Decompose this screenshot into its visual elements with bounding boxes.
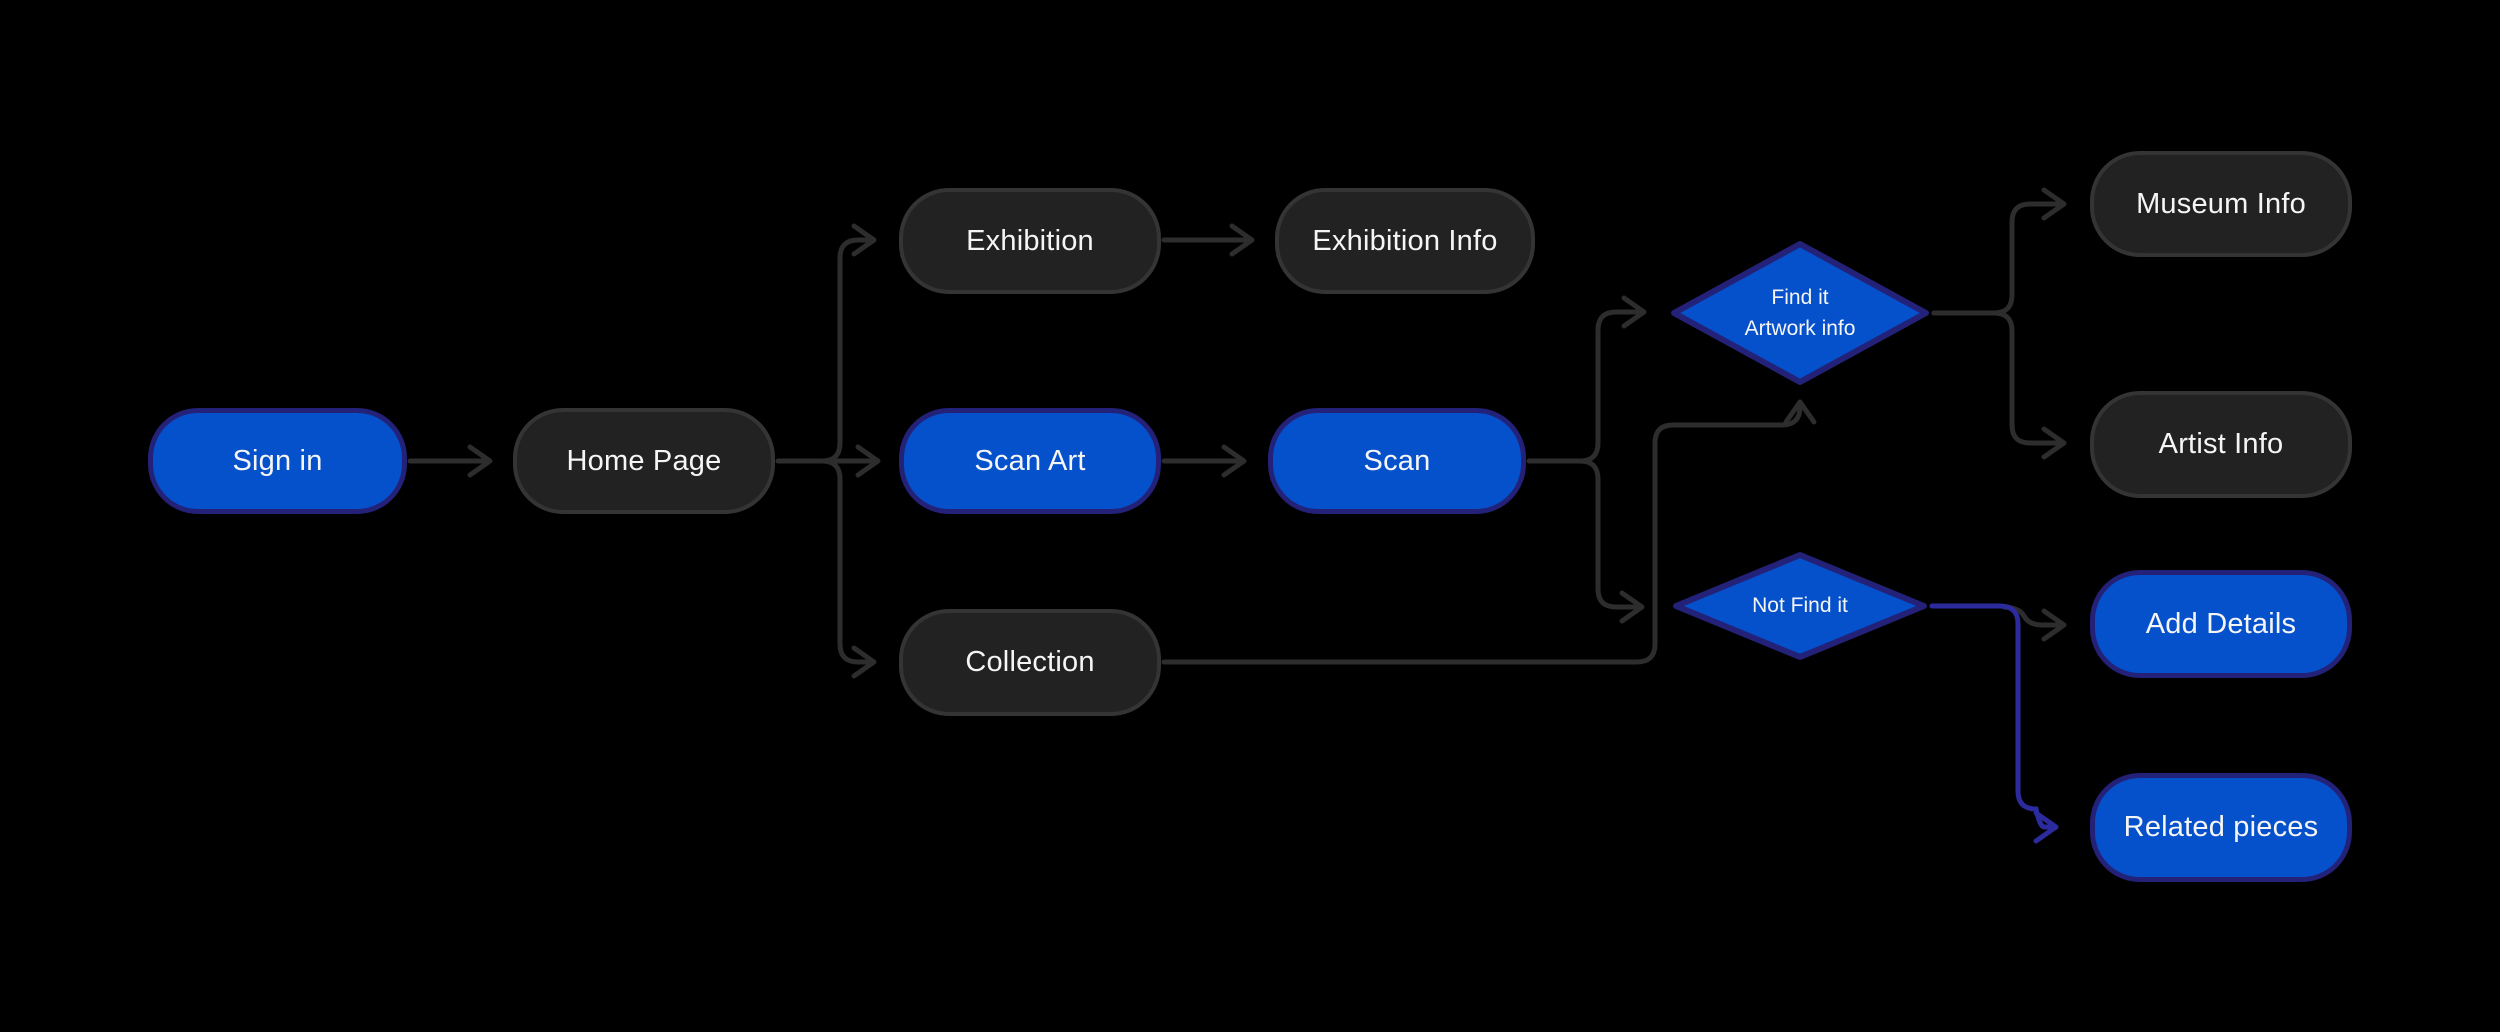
node-label: Scan Art [974,444,1086,477]
edge-notfindit-relatedpieces [1929,603,2059,844]
node-collection[interactable]: Collection [899,609,1161,716]
node-label: Home Page [566,444,722,477]
edge-scan-findit [1526,295,1647,464]
node-label: Scan [1363,444,1431,477]
node-add-details[interactable]: Add Details [2090,570,2352,678]
edge-homepage-collection [819,458,877,679]
node-label: Not Find it [1752,594,1848,618]
node-home-page[interactable]: Home Page [513,408,775,514]
diamond-shape [1671,241,1929,385]
node-exhibition-info[interactable]: Exhibition Info [1275,188,1535,294]
edge-homepage-exhibition [819,223,877,464]
edge-findit-artistinfo [1931,310,2067,460]
node-exhibition[interactable]: Exhibition [899,188,1161,294]
node-label: Museum Info [2136,187,2306,220]
edge-collection-findit [1161,399,1817,665]
edge-findit-museuminfo [1931,187,2067,316]
diamond-shape [1673,552,1927,660]
node-sign-in[interactable]: Sign in [148,408,407,514]
node-label: Add Details [2145,607,2297,640]
node-label: Sign in [232,444,323,477]
edge-scan-notfindit [1577,458,1645,624]
node-artist-info[interactable]: Artist Info [2090,391,2352,498]
node-not-find-it-decision[interactable]: Not Find it [1670,549,1930,663]
node-label: Exhibition [966,224,1094,257]
node-label: Artist Info [2158,428,2284,460]
node-label: Find it Artwork info [1744,286,1856,340]
node-find-it-decision[interactable]: Find it Artwork info [1668,238,1932,388]
node-label: Exhibition Info [1312,224,1498,257]
node-related-pieces[interactable]: Related pieces [2090,773,2352,882]
node-label: Related pieces [2123,811,2319,843]
node-scan-art[interactable]: Scan Art [899,408,1161,514]
node-label: Collection [965,646,1095,678]
node-museum-info[interactable]: Museum Info [2090,151,2352,257]
node-scan[interactable]: Scan [1268,408,1526,514]
